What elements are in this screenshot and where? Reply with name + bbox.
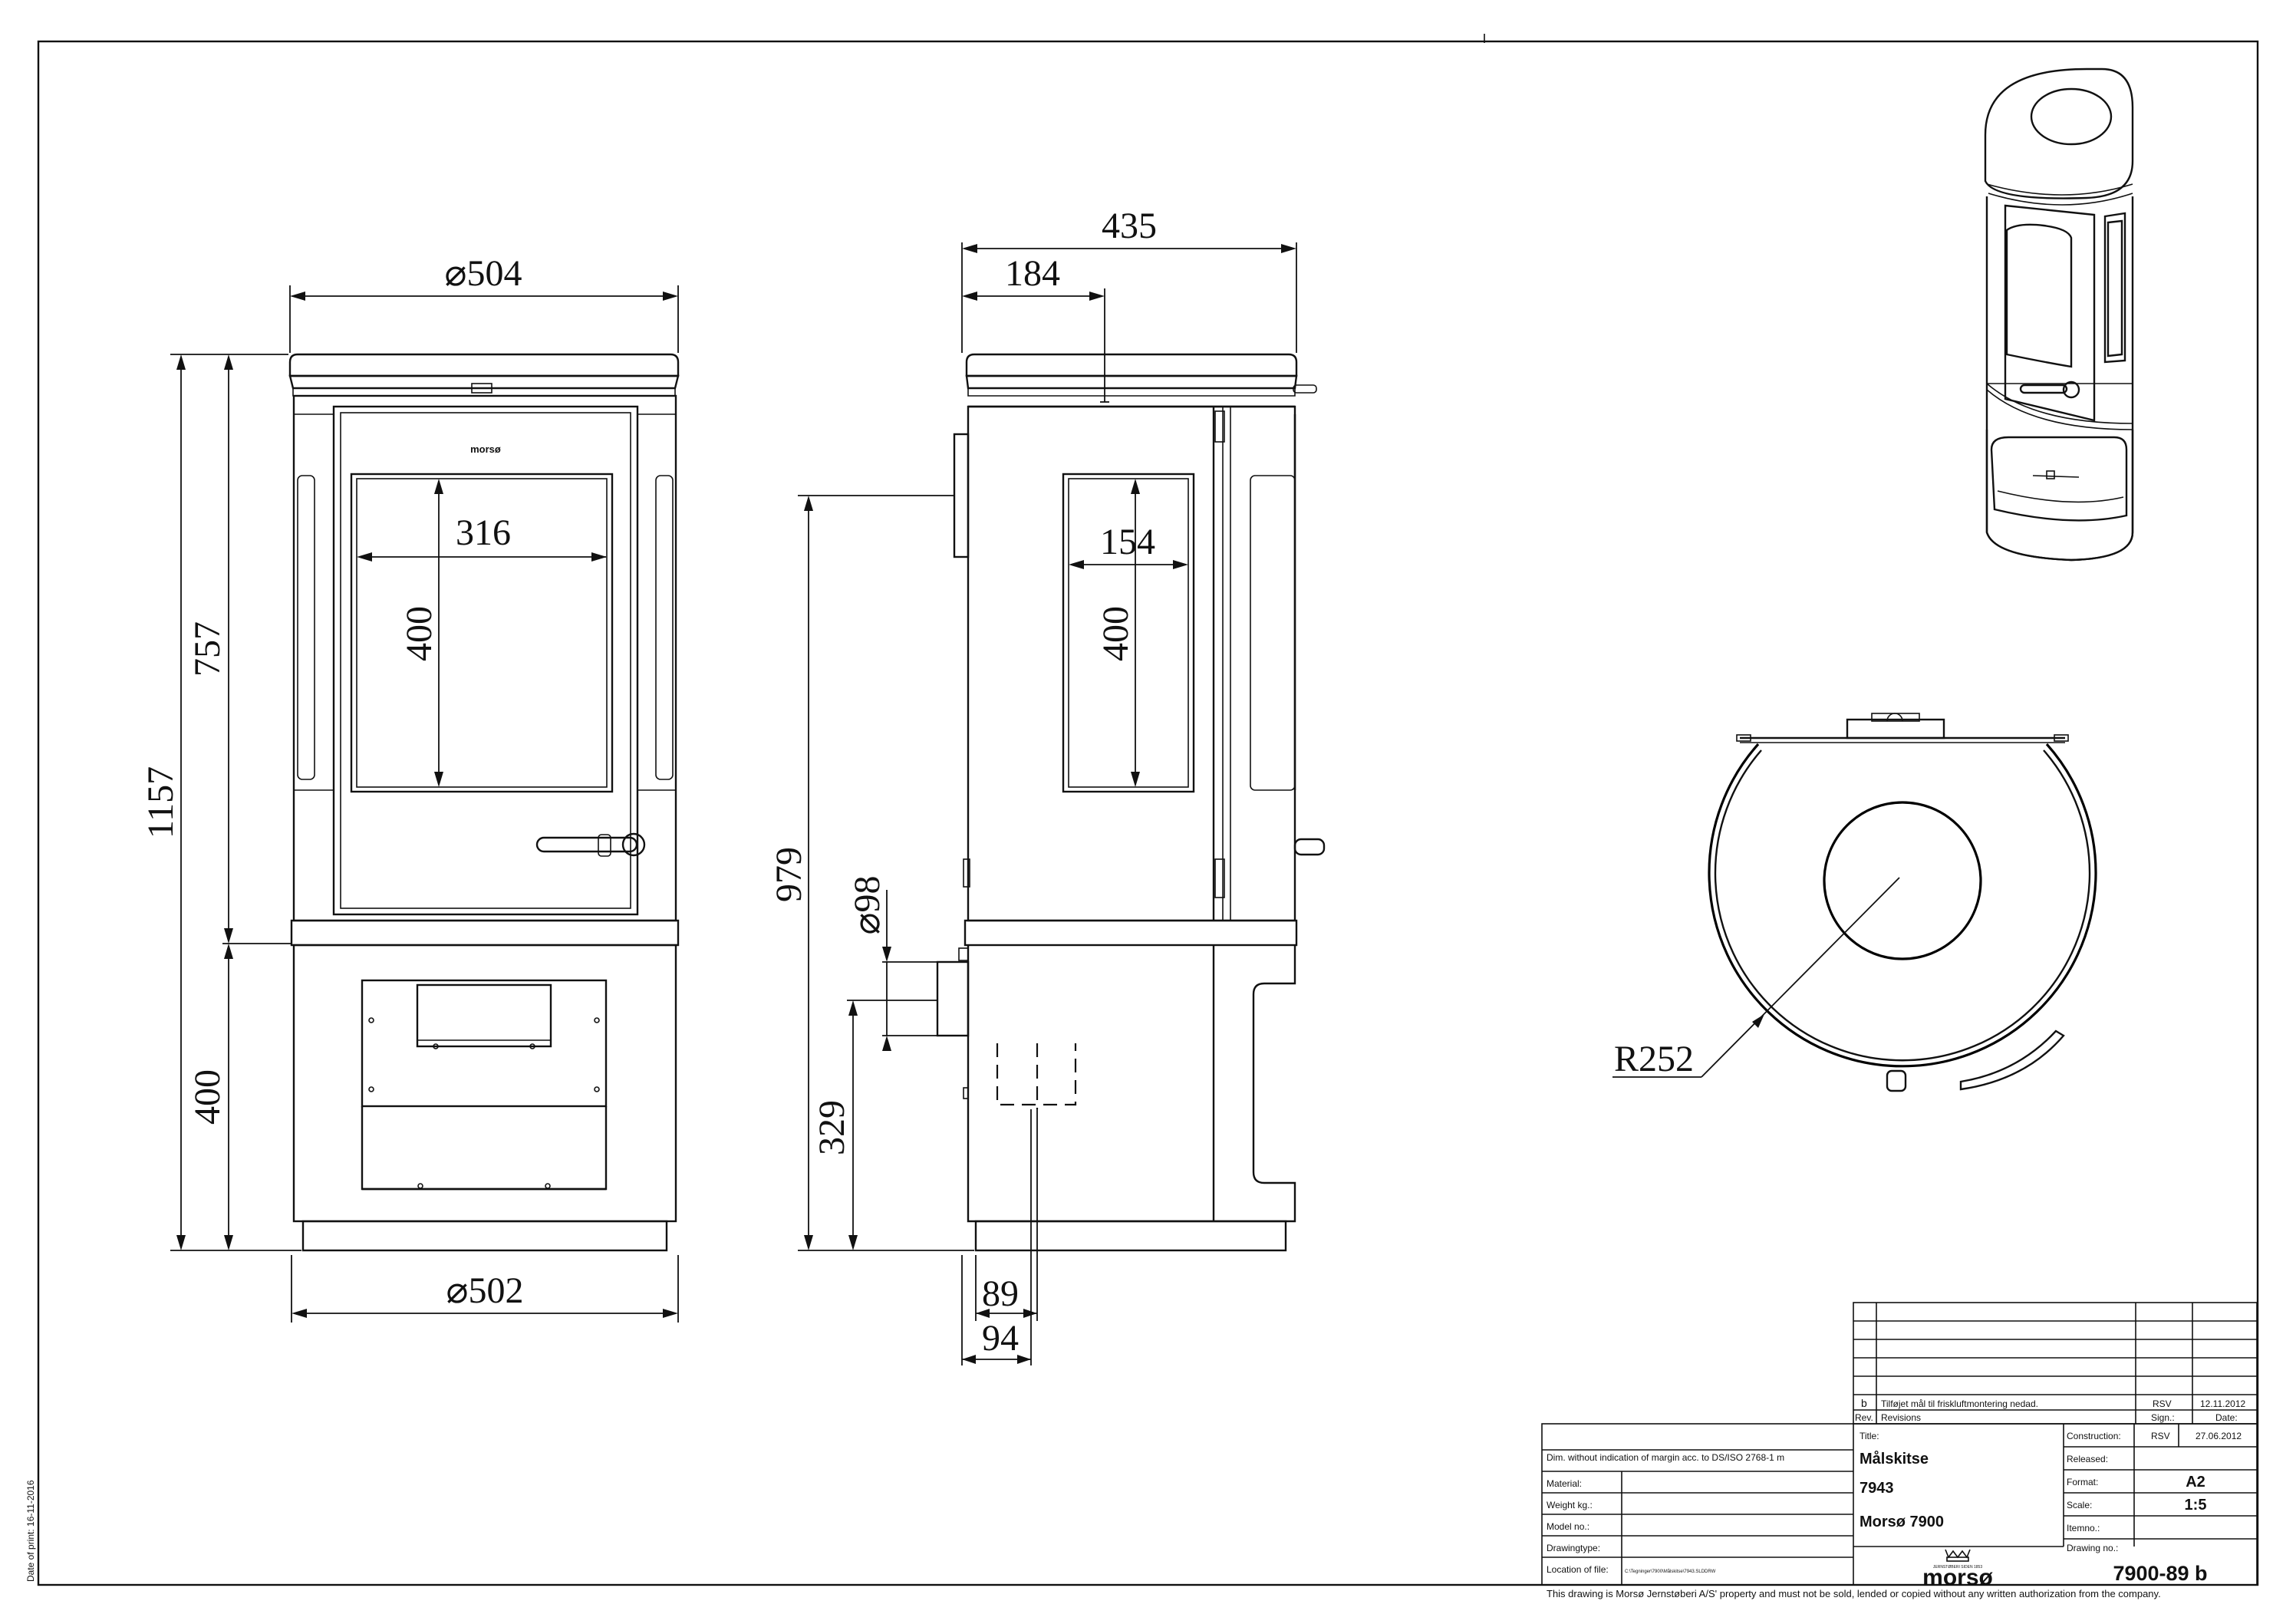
dim-side-flue-offset: 184 bbox=[1005, 253, 1060, 294]
dim-front-bottom-diameter: ⌀502 bbox=[446, 1270, 524, 1311]
weight-label: Weight kg.: bbox=[1547, 1500, 1593, 1510]
material-label: Material: bbox=[1547, 1478, 1582, 1489]
format-value: A2 bbox=[2186, 1474, 2205, 1491]
construction-date: 27.06.2012 bbox=[2196, 1431, 2242, 1441]
dim-side-window-height: 400 bbox=[1095, 606, 1136, 661]
model-label: Model no.: bbox=[1547, 1521, 1589, 1532]
dim-front-upper-height: 757 bbox=[187, 621, 228, 677]
dim-air-offset-2: 94 bbox=[982, 1318, 1019, 1359]
title-line-1: Målskitse bbox=[1860, 1450, 1929, 1468]
title-label: Title: bbox=[1860, 1431, 1879, 1441]
scale-value: 1:5 bbox=[2185, 1497, 2207, 1514]
dim-side-flue-height: 979 bbox=[769, 847, 809, 902]
revision-sign: RSV bbox=[2153, 1398, 2172, 1409]
revision-text: Tilføjet mål til friskluftmontering neda… bbox=[1881, 1398, 2038, 1409]
morso-logo: JERNSTØBERI SIDEN 1853 morsø bbox=[1922, 1549, 1994, 1590]
front-view: morsø ⌀504 316 bbox=[140, 253, 680, 1323]
disclaimer: This drawing is Morsø Jernstøberi A/S' p… bbox=[1547, 1588, 2161, 1599]
scale-label: Scale: bbox=[2067, 1500, 2092, 1510]
dim-front-window-width: 316 bbox=[456, 512, 511, 553]
drawing-frame: Date of print: 16-11-2016 bbox=[25, 34, 2259, 1586]
print-date-label: Date of print: 16-11-2016 bbox=[25, 1480, 36, 1582]
dim-air-inlet-height: 329 bbox=[812, 1100, 852, 1155]
dim-side-depth: 435 bbox=[1102, 206, 1157, 246]
dim-top-radius: R252 bbox=[1614, 1039, 1694, 1079]
dim-front-base-height: 400 bbox=[187, 1069, 228, 1125]
dim-air-inlet-diameter: ⌀98 bbox=[847, 876, 888, 935]
released-label: Released: bbox=[2067, 1454, 2108, 1464]
door-brand-label: morsø bbox=[470, 443, 501, 455]
dim-front-window-height: 400 bbox=[399, 606, 440, 661]
location-value: C:\Tegninger\7900\Målskitse\7943.SLDDRW bbox=[1625, 1569, 1716, 1574]
date-label: Date: bbox=[2215, 1412, 2238, 1423]
location-label: Location of file: bbox=[1547, 1564, 1609, 1575]
side-view: 435 184 154 400 979 ⌀98 bbox=[769, 206, 1326, 1365]
top-view: R252 bbox=[1612, 713, 2097, 1092]
title-line-2: 7943 bbox=[1860, 1480, 1894, 1497]
isometric-view bbox=[1984, 68, 2134, 562]
title-block: b Tilføjet mål til friskluftmontering ne… bbox=[1541, 1302, 2258, 1599]
dim-note: Dim. without indication of margin acc. t… bbox=[1547, 1452, 1784, 1463]
rev-label: Rev. bbox=[1855, 1412, 1873, 1423]
dim-total-height: 1157 bbox=[140, 766, 181, 838]
drawing-no-label: Drawing no.: bbox=[2067, 1543, 2118, 1553]
dim-air-offset-1: 89 bbox=[982, 1273, 1019, 1314]
revision-letter: b bbox=[1861, 1397, 1867, 1409]
dim-front-top-diameter: ⌀504 bbox=[445, 253, 522, 294]
title-line-3: Morsø 7900 bbox=[1860, 1514, 1944, 1530]
construction-sign: RSV bbox=[2151, 1431, 2170, 1441]
construction-label: Construction: bbox=[2067, 1431, 2121, 1441]
drawing-number: 7900-89 b bbox=[2113, 1562, 2207, 1585]
revision-date: 12.11.2012 bbox=[2200, 1398, 2245, 1409]
sign-label: Sign.: bbox=[2151, 1412, 2175, 1423]
revisions-label: Revisions bbox=[1881, 1412, 1921, 1423]
itemno-label: Itemno.: bbox=[2067, 1523, 2100, 1533]
logo-wordmark: morsø bbox=[1922, 1565, 1993, 1590]
drawingtype-label: Drawingtype: bbox=[1547, 1543, 1600, 1553]
format-label: Format: bbox=[2067, 1477, 2098, 1487]
logo-subtitle: JERNSTØBERI SIDEN 1853 bbox=[1933, 1565, 1982, 1570]
dim-side-window-width: 154 bbox=[1100, 522, 1155, 562]
